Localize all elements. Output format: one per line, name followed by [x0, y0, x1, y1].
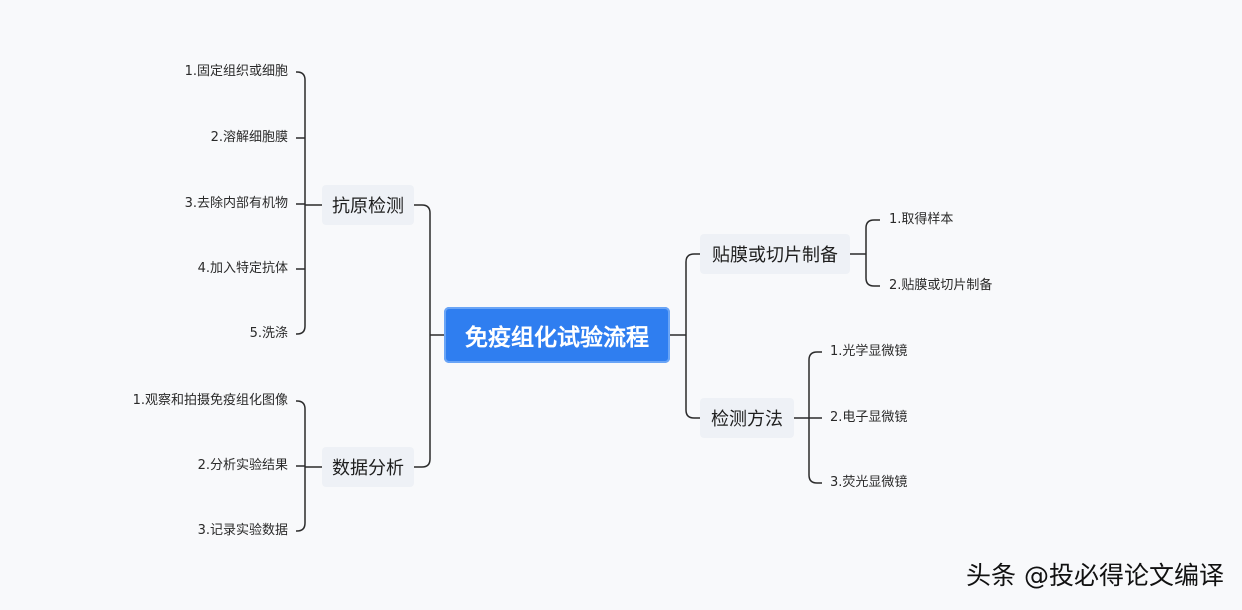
leaf-prep-2[interactable]: 2.贴膜或切片制备 — [889, 278, 993, 293]
bracket-root-right-spine — [685, 253, 700, 419]
leaf-antigen-1[interactable]: 1.固定组织或细胞 — [184, 64, 288, 79]
leaf-antigen-5[interactable]: 5.洗涤 — [249, 326, 288, 341]
watermark-text: 头条 @投必得论文编译 — [966, 561, 1224, 590]
branch-film-section-prep[interactable]: 贴膜或切片制备 — [700, 234, 850, 274]
leaf-method-2[interactable]: 2.电子显微镜 — [830, 410, 908, 425]
leaf-method-1[interactable]: 1.光学显微镜 — [830, 344, 908, 359]
bracket-antigen-spine — [296, 71, 306, 335]
leaf-antigen-4[interactable]: 4.加入特定抗体 — [197, 261, 288, 276]
leaf-analysis-3[interactable]: 3.记录实验数据 — [197, 523, 288, 538]
root-node[interactable]: 免疫组化试验流程 — [444, 307, 670, 363]
leaf-antigen-2[interactable]: 2.溶解细胞膜 — [210, 130, 288, 145]
bracket-root-left-spine — [414, 204, 431, 468]
leaf-prep-1[interactable]: 1.取得样本 — [889, 212, 954, 227]
bracket-prep-spine — [865, 219, 880, 287]
leaf-antigen-3[interactable]: 3.去除内部有机物 — [184, 196, 288, 211]
leaf-method-3[interactable]: 3.荧光显微镜 — [830, 475, 908, 490]
branch-data-analysis[interactable]: 数据分析 — [322, 447, 414, 487]
branch-antigen-detection[interactable]: 抗原检测 — [322, 185, 414, 225]
leaf-analysis-1[interactable]: 1.观察和拍摄免疫组化图像 — [132, 393, 288, 408]
leaf-analysis-2[interactable]: 2.分析实验结果 — [197, 458, 288, 473]
branch-detection-method[interactable]: 检测方法 — [700, 398, 794, 438]
